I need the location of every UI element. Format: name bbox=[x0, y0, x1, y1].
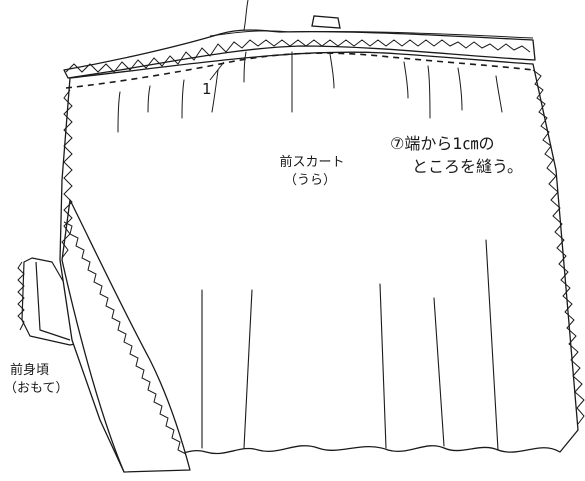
skirt-label-line1: 前スカート bbox=[279, 154, 344, 170]
waist-zigzag bbox=[65, 39, 531, 73]
pleat-lines bbox=[201, 239, 499, 451]
stitch-line bbox=[65, 52, 534, 89]
bodice-label-line2: （おもて） bbox=[4, 381, 68, 396]
bodice-label-line1: 前身頃 bbox=[10, 362, 49, 378]
zipper-pull-line bbox=[243, 0, 249, 31]
skirt-right-zigzag bbox=[532, 69, 585, 425]
skirt-label-line2: （うら） bbox=[284, 173, 336, 188]
gather-lines bbox=[117, 51, 503, 133]
skirt-body bbox=[59, 51, 579, 473]
bodice-zigzag-edge bbox=[17, 261, 25, 331]
fold-panel-zigzag bbox=[63, 221, 187, 455]
zipper-tab bbox=[311, 15, 341, 29]
seam-number-label: 1 bbox=[202, 80, 212, 98]
seam-number-leader bbox=[209, 61, 225, 81]
skirt-left-zigzag bbox=[61, 89, 73, 259]
instruction-text-line2: ところを縫う。 bbox=[412, 157, 523, 176]
waist-band-inner-line bbox=[209, 30, 534, 39]
instruction-text-line1: ⑦端から1㎝の bbox=[390, 134, 495, 153]
front-bodice-piece bbox=[21, 257, 85, 346]
